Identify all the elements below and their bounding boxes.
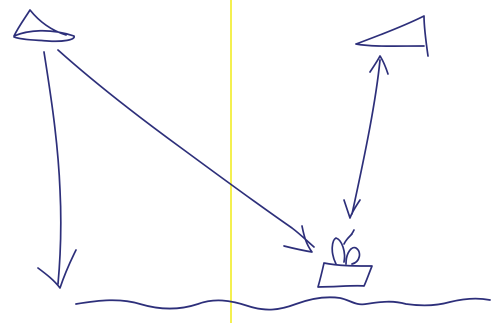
left-triangle-shape [13,9,75,43]
vertical-double-arrow-bottom-head [343,199,361,219]
station-antenna [343,229,355,245]
station-right-loop [345,246,361,265]
diagonal-arrow [57,49,315,248]
right-triangle-shape [355,15,429,57]
left-down-arrow [43,51,62,285]
vertical-double-arrow-top-head [369,55,389,75]
diagonal-arrow-head [283,225,313,253]
left-down-arrow-head [37,249,77,289]
station-box [317,262,373,288]
water-wave [75,296,491,311]
station-left-loop [331,237,346,265]
vertical-double-arrow [351,59,381,215]
